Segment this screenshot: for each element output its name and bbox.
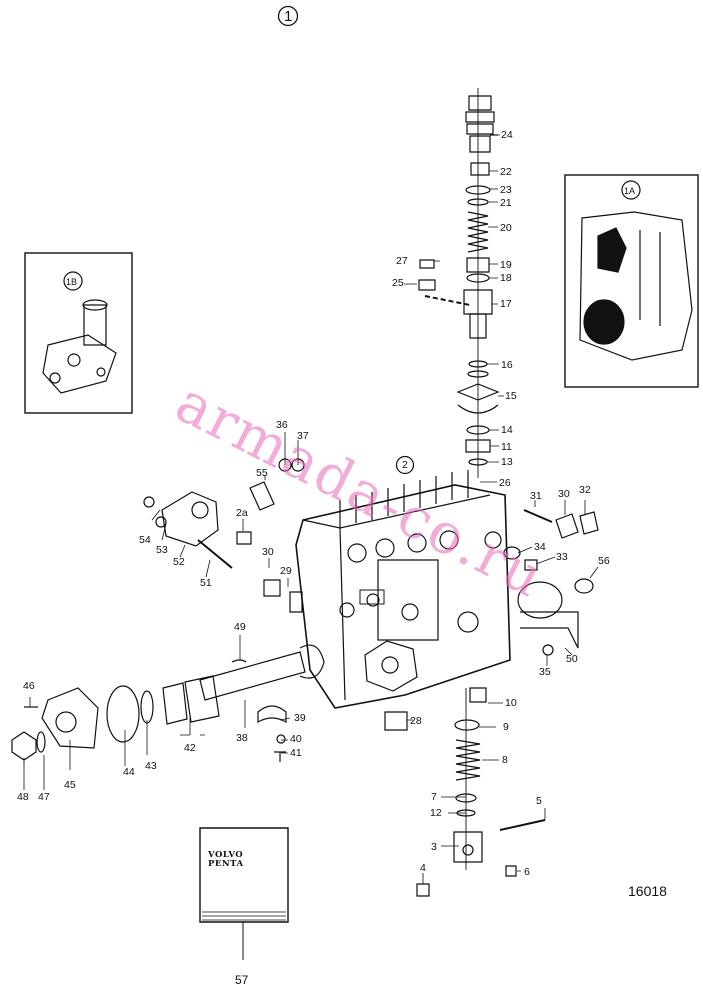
callout-12: 12 <box>430 807 442 819</box>
callout-49: 49 <box>234 621 246 633</box>
callout-2a: 2a <box>236 507 248 519</box>
callout-45: 45 <box>64 779 76 791</box>
inset-1b-tag: 1B <box>66 277 78 287</box>
callout-22: 22 <box>500 166 512 178</box>
manual-booklet-57 <box>199 827 289 960</box>
callout-23: 23 <box>500 184 512 196</box>
callout-36: 36 <box>276 419 288 431</box>
callout-30-left: 30 <box>262 546 274 558</box>
callout-32: 32 <box>579 484 591 496</box>
callout-16: 16 <box>501 359 513 371</box>
callout-52: 52 <box>173 556 185 568</box>
callout-20: 20 <box>500 222 512 234</box>
callout-15: 15 <box>505 390 517 402</box>
callout-44: 44 <box>123 766 135 778</box>
callout-57: 57 <box>235 973 249 987</box>
callout-28: 28 <box>410 715 422 727</box>
callout-50: 50 <box>566 653 578 665</box>
callout-56: 56 <box>598 555 610 567</box>
callout-43: 43 <box>145 760 157 772</box>
section-2-circle <box>395 455 415 475</box>
callout-54: 54 <box>139 534 151 546</box>
callout-7: 7 <box>431 791 437 803</box>
callout-41: 41 <box>290 747 302 759</box>
callout-3: 3 <box>431 841 437 853</box>
camshaft-assembly <box>11 644 325 762</box>
callout-21: 21 <box>500 197 512 209</box>
callout-42: 42 <box>184 742 196 754</box>
callout-10: 10 <box>505 697 517 709</box>
delivery-valve-stack <box>418 88 500 478</box>
callout-19: 19 <box>500 259 512 271</box>
section-2-tag: 2 <box>402 459 408 471</box>
callout-25: 25 <box>392 277 404 289</box>
callout-18: 18 <box>500 272 512 284</box>
leader-lines <box>23 134 599 884</box>
inset-1a-tag: 1A <box>624 186 636 196</box>
callout-39: 39 <box>294 712 306 724</box>
manual-brand-line1: VOLVO <box>208 850 244 860</box>
callout-34: 34 <box>534 541 546 553</box>
callout-8: 8 <box>502 754 508 766</box>
figure-reference: 16018 <box>628 883 667 899</box>
callout-17: 17 <box>500 298 512 310</box>
callout-47: 47 <box>38 791 50 803</box>
tappet-stack <box>384 687 546 897</box>
callout-35: 35 <box>539 666 551 678</box>
figure-number-circle <box>277 5 299 27</box>
callout-37: 37 <box>297 430 309 442</box>
callout-29: 29 <box>280 565 292 577</box>
callout-33: 33 <box>556 551 568 563</box>
callout-24: 24 <box>501 129 513 141</box>
callout-27: 27 <box>396 255 408 267</box>
callout-38: 38 <box>236 732 248 744</box>
callout-9: 9 <box>503 721 509 733</box>
callout-11: 11 <box>501 441 512 453</box>
pump-housing <box>295 470 511 709</box>
callout-30-right: 30 <box>558 488 570 500</box>
callout-14: 14 <box>501 424 513 436</box>
callout-13: 13 <box>501 456 513 468</box>
right-side-parts <box>503 509 599 656</box>
callout-48: 48 <box>17 791 29 803</box>
inset-1a-box <box>564 174 699 388</box>
callout-26: 26 <box>499 477 511 489</box>
callout-51: 51 <box>200 577 212 589</box>
callout-55: 55 <box>256 467 268 479</box>
callout-31: 31 <box>530 490 542 502</box>
callout-4: 4 <box>420 862 426 874</box>
figure-number: 1 <box>284 8 293 25</box>
inset-1b-box <box>24 252 133 414</box>
callout-5: 5 <box>536 795 542 807</box>
callout-53: 53 <box>156 544 168 556</box>
callout-6: 6 <box>524 866 530 878</box>
callout-40: 40 <box>290 733 302 745</box>
manual-brand-line2: PENTA <box>208 859 244 869</box>
callout-46: 46 <box>23 680 35 692</box>
